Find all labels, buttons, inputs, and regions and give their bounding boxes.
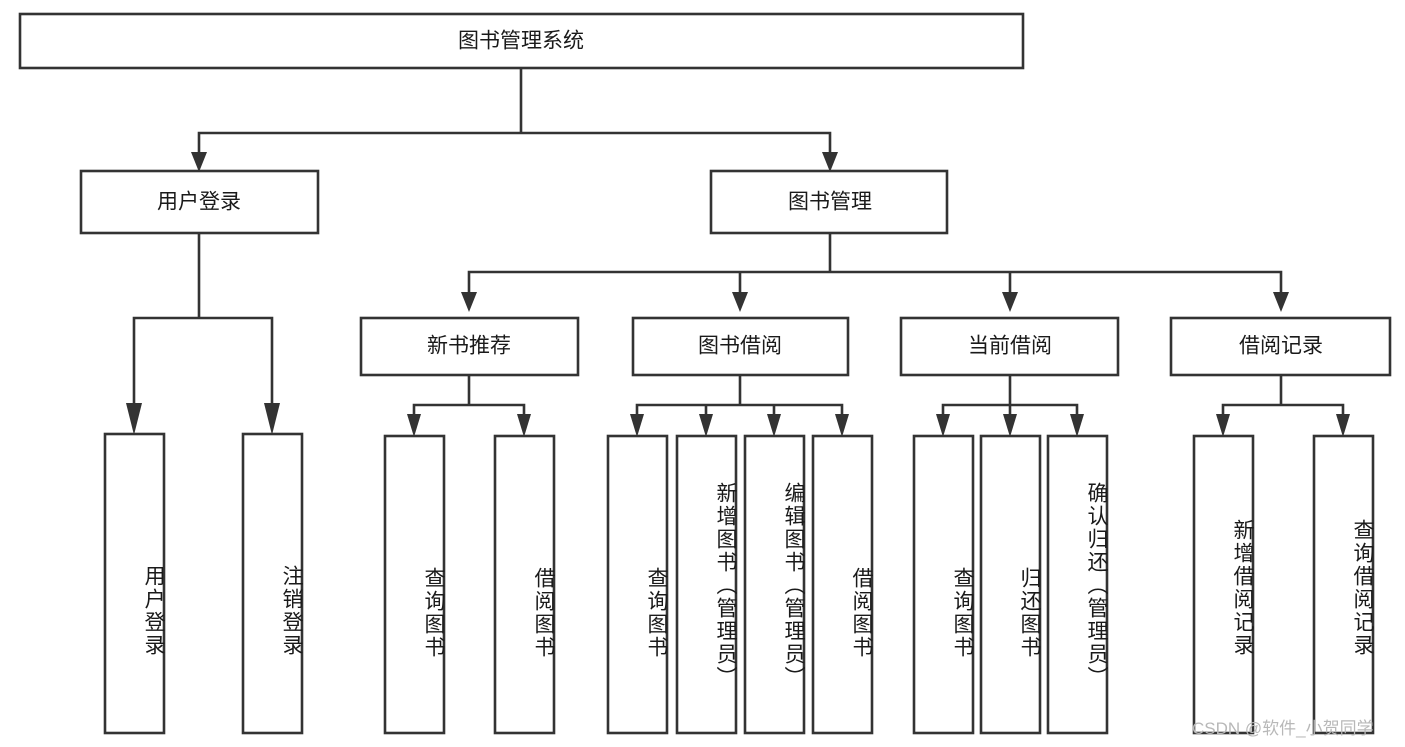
- node-borrow-record-box[interactable]: [1169, 316, 1392, 377]
- node-user-login-box[interactable]: [79, 169, 320, 235]
- connector-newbook-to-leaves: [412, 373, 526, 424]
- leaf-box-book-borrow-3[interactable]: [743, 434, 806, 735]
- arrow-icon: [1273, 292, 1289, 312]
- leaf-box-user-login-1[interactable]: [103, 432, 166, 735]
- node-new-book-recommend-box[interactable]: [359, 316, 580, 377]
- arrow-icon: [767, 414, 781, 437]
- connector-borrow-to-leaves: [635, 373, 844, 424]
- leaf-box-borrow-record-1[interactable]: [1192, 434, 1255, 735]
- node-root-label: 图书管理系统: [458, 30, 584, 53]
- arrow-icon: [1002, 292, 1018, 312]
- arrowhead-layer: [126, 152, 1350, 437]
- arrow-icon: [936, 414, 950, 437]
- connector-current-to-leaves: [941, 373, 1079, 424]
- arrow-icon: [822, 152, 838, 172]
- arrow-icon: [191, 152, 207, 172]
- leaf-box-current-borrow-2[interactable]: [979, 434, 1042, 735]
- leaf-box-new-book-2[interactable]: [493, 434, 556, 735]
- arrow-icon: [835, 414, 849, 437]
- arrow-icon: [732, 292, 748, 312]
- arrow-icon: [461, 292, 477, 312]
- connector-root-to-level2: [197, 66, 832, 158]
- node-new-book-recommend-label: 新书推荐: [427, 335, 511, 358]
- node-borrow-record-label: 借阅记录: [1239, 335, 1323, 358]
- arrow-icon: [264, 403, 280, 435]
- node-current-borrow-label: 当前借阅: [968, 335, 1052, 358]
- leaf-box-current-borrow-1[interactable]: [912, 434, 975, 735]
- node-root-box[interactable]: [18, 12, 1025, 70]
- leaf-box-book-borrow-4[interactable]: [811, 434, 874, 735]
- leaf-box-book-borrow-1[interactable]: [606, 434, 669, 735]
- csdn-watermark: CSDN @软件_小贺同学: [1192, 719, 1374, 738]
- node-book-borrow-label: 图书借阅: [698, 335, 782, 358]
- leaf-box-user-login-2[interactable]: [241, 432, 304, 735]
- arrow-icon: [1336, 414, 1350, 437]
- arrow-icon: [517, 414, 531, 437]
- arrow-icon: [126, 403, 142, 435]
- connector-bookmgmt-to-level3: [467, 231, 1283, 298]
- node-book-borrow-box[interactable]: [631, 316, 850, 377]
- arrow-icon: [1003, 414, 1017, 437]
- connector-record-to-leaves: [1221, 373, 1345, 424]
- node-layer: 图书管理系统 用户登录 图书管理 新书推荐 图书借阅 当前借阅 借阅记录: [18, 12, 1392, 735]
- leaf-box-book-borrow-2[interactable]: [675, 434, 738, 735]
- node-user-login-label: 用户登录: [157, 191, 241, 214]
- connector-layer: [132, 66, 1345, 424]
- connector-userlogin-to-leaves: [132, 231, 274, 409]
- arrow-icon: [699, 414, 713, 437]
- node-book-management-label: 图书管理: [788, 191, 872, 214]
- leaf-box-current-borrow-3[interactable]: [1046, 434, 1109, 735]
- leaf-box-new-book-1[interactable]: [383, 434, 446, 735]
- leaf-box-borrow-record-2[interactable]: [1312, 434, 1375, 735]
- arrow-icon: [1070, 414, 1084, 437]
- arrow-icon: [407, 414, 421, 437]
- node-book-management-box[interactable]: [709, 169, 949, 235]
- arrow-icon: [630, 414, 644, 437]
- arrow-icon: [1216, 414, 1230, 437]
- node-current-borrow-box[interactable]: [899, 316, 1120, 377]
